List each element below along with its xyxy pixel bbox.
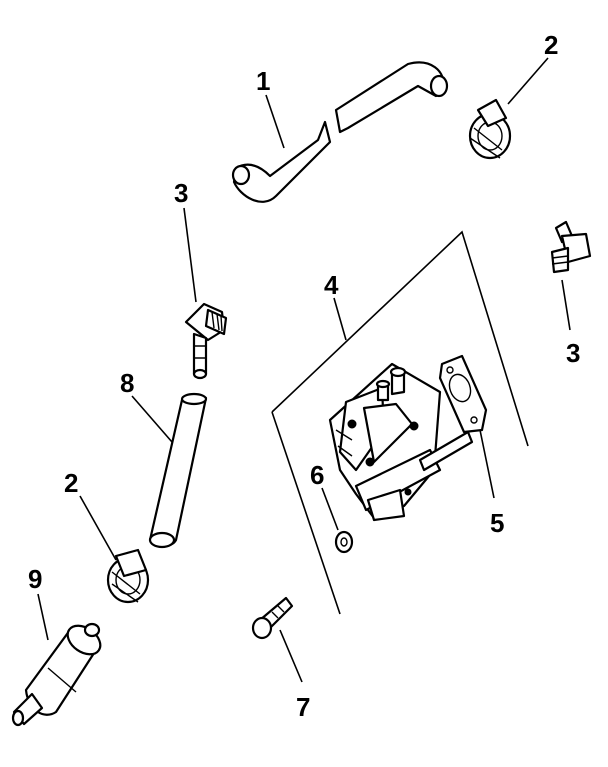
part-8-fuel-hose-straight: [148, 392, 208, 549]
part-2-hose-clamp-top: [468, 98, 512, 160]
callout-5: 5: [490, 508, 504, 538]
callout-2-top: 2: [544, 30, 558, 60]
callout-6: 6: [310, 460, 324, 490]
leader-lines: [37, 57, 571, 683]
callout-3-left: 3: [174, 178, 188, 208]
callout-7: 7: [296, 692, 310, 722]
callout-8: 8: [120, 368, 134, 398]
part-2-hose-clamp-bottom: [106, 548, 150, 604]
part-7-screw: [251, 596, 294, 640]
part-1-fuel-hose: [231, 61, 449, 203]
part-4-assembly-bracket: [271, 230, 529, 615]
callout-1: 1: [256, 66, 270, 96]
fuel-pump: [328, 362, 474, 522]
callout-3-right: 3: [566, 338, 580, 368]
callout-4: 4: [324, 270, 339, 300]
callout-9: 9: [28, 564, 42, 594]
callout-2-bottom: 2: [64, 468, 78, 498]
part-5-gasket: [438, 354, 488, 434]
part-6-washer: [334, 530, 354, 554]
part-3-elbow-fitting-right: [550, 220, 592, 274]
part-9-fuel-filter: [11, 622, 102, 727]
part-3-elbow-fitting-left: [184, 302, 228, 380]
